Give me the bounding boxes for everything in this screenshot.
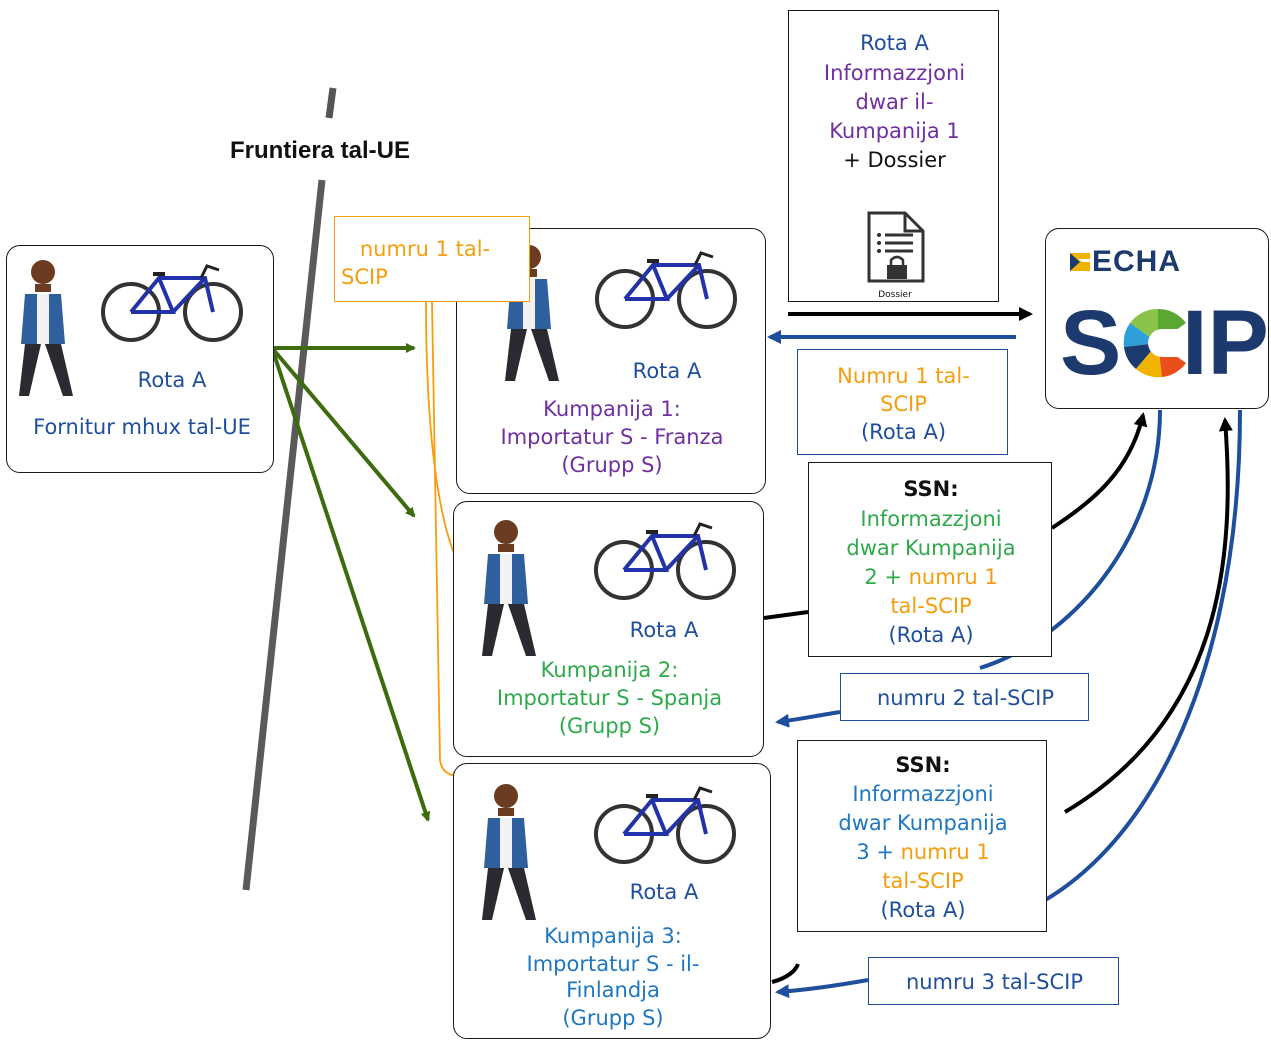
response3-arrow (775, 978, 869, 999)
supply-arrow-company3 (270, 347, 431, 822)
company2-group: (Grupp S) (558, 714, 661, 738)
company3-box: Rota A Kumpanija 3: Importatur S - il- F… (453, 763, 771, 1039)
scip-letter-s: S (1060, 292, 1122, 394)
bicycle-icon (595, 251, 737, 329)
scip-ref-line2: SCIP (341, 265, 388, 289)
ssn3-title: SSN: (895, 753, 951, 777)
dossier-line4: Kumpanija 1 (829, 119, 960, 143)
ssn2-line1: Informazzjoni (860, 507, 1002, 531)
supplier-article: Rota A (137, 368, 207, 392)
ssn2-line2: dwar Kumpanija (846, 536, 1016, 560)
ssn2-line4: tal-SCIP (890, 594, 972, 618)
dossier-box: Rota A Informazzjoni dwar il- Kumpanija … (788, 10, 999, 302)
ssn3-line3-scip: numru 1 (900, 840, 990, 864)
company2-role: Importatur S - Spanja (496, 686, 723, 710)
company2-article: Rota A (629, 618, 699, 642)
ssn2-title: SSN: (903, 477, 959, 501)
response2-label: numru 2 tal-SCIP (876, 686, 1055, 710)
company3-name: Kumpanija 3: (544, 924, 682, 948)
dossier-line2: Informazzjoni (823, 61, 966, 85)
ssn-box-company2: SSN: Informazzjoni dwar Kumpanija 2 + nu… (808, 462, 1052, 657)
person-icon (19, 260, 73, 396)
person-icon (482, 520, 536, 656)
dossier-icon (867, 211, 925, 283)
supplier-label: Fornitur mhux tal-UE (33, 415, 251, 439)
response2-arrow (775, 710, 841, 728)
company2-box: Rota A Kumpanija 2: Importatur S - Spanj… (453, 501, 764, 757)
company1-article: Rota A (632, 359, 702, 383)
ssn3-arrow (1063, 417, 1233, 814)
supplier-box: Rota A Fornitur mhux tal-UE (6, 245, 274, 473)
response3-label: numru 3 tal-SCIP (905, 970, 1084, 994)
dossier-icon-label: Dossier (878, 290, 912, 300)
company1-box: Rota A Kumpanija 1: Importatur S - Franz… (456, 228, 766, 494)
response3-curve (999, 409, 1242, 922)
response-box-company2: numru 2 tal-SCIP (840, 673, 1089, 721)
scip-letters-ip: IP (1182, 292, 1269, 394)
ssn3-line5: (Rota A) (880, 898, 966, 922)
ssn2-line5: (Rota A) (888, 623, 974, 647)
ssn3-line3-company: 3 + (856, 840, 901, 864)
echa-brand: ECHA (1092, 245, 1182, 278)
ssn2-arrow (1050, 412, 1148, 530)
ssn3-link (771, 963, 800, 984)
echa-scip-box: ECHA S IP (1045, 228, 1269, 409)
dossier-line5: + Dossier (843, 148, 946, 172)
ssn3-line3: 3 + numru 1 (798, 838, 1048, 866)
response1-line3: (Rota A) (860, 420, 947, 444)
bicycle-icon (594, 786, 736, 864)
ssn2-line3: 2 + numru 1 (809, 563, 1053, 591)
eu-border-line (242, 179, 326, 891)
dossier-article: Rota A (860, 31, 929, 55)
bicycle-icon (594, 522, 736, 600)
ssn2-line3-scip: numru 1 (908, 565, 998, 589)
company3-group: (Grupp S) (562, 1006, 664, 1030)
eu-border-label: Fruntiera tal-UE (229, 137, 411, 164)
ssn-box-company3: SSN: Informazzjoni dwar Kumpanija 3 + nu… (797, 740, 1047, 932)
company3-country: Finlandja (566, 978, 660, 1002)
eu-border-line-top (325, 87, 337, 119)
bicycle-icon (101, 264, 243, 342)
scip-ref-line1: numru 1 tal- (359, 237, 491, 261)
company2-name: Kumpanija 2: (540, 658, 679, 682)
company1-name: Kumpanija 1: (543, 397, 681, 421)
scip-c-logo-icon (1123, 308, 1194, 378)
company1-role: Importatur S - Franza (500, 425, 724, 449)
supply-arrow-company2 (270, 346, 416, 518)
company3-article: Rota A (629, 880, 699, 904)
echa-logo-icon (1070, 253, 1090, 271)
person-icon (482, 784, 536, 920)
response1-line2: SCIP (880, 392, 927, 416)
response1-line1: Numru 1 tal- (837, 364, 970, 388)
ssn2-line3-company: 2 + (864, 565, 909, 589)
dossier-line3: dwar il- (855, 90, 934, 114)
company3-role: Importatur S - il- (526, 952, 700, 976)
ssn3-line4: tal-SCIP (882, 869, 964, 893)
response-box-company3: numru 3 tal-SCIP (868, 957, 1119, 1005)
ssn2-link (763, 610, 809, 620)
scip-number1-ref-box: numru 1 tal- SCIP (334, 216, 530, 302)
company1-group: (Grupp S) (561, 453, 663, 477)
ssn3-line2: dwar Kumpanija (838, 811, 1008, 835)
response-box-company1: Numru 1 tal- SCIP (Rota A) (797, 349, 1008, 455)
ssn3-line1: Informazzjoni (852, 782, 994, 806)
